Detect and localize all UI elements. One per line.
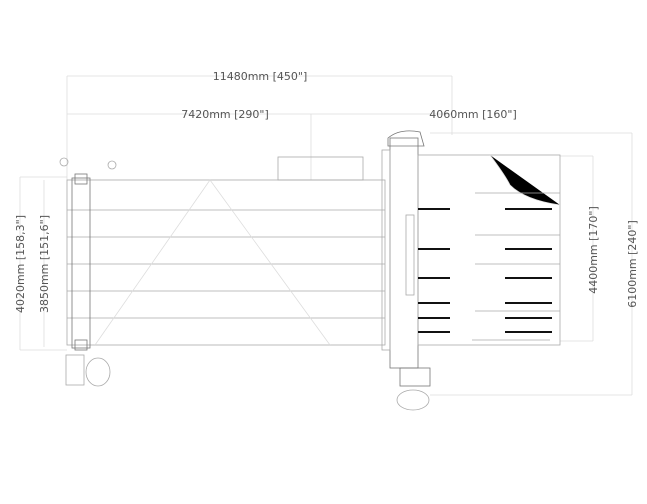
dim-machine-length: 4060mm [160"] [429, 108, 517, 121]
loading-table [59, 156, 386, 387]
dimension-lines [19, 75, 633, 396]
cutting-machine [381, 130, 561, 411]
dim-machine-width-inner: 4400mm [170"] [587, 206, 600, 294]
dim-table-width-inner: 3850mm [151,6"] [38, 215, 51, 313]
dim-table-length: 7420mm [290"] [181, 108, 269, 121]
support-bars [418, 208, 552, 333]
dim-table-width-outer: 4020mm [158,3"] [14, 215, 27, 313]
dim-overall-length: 11480mm [450"] [213, 70, 308, 83]
dim-machine-width-outer: 6100mm [240"] [626, 220, 639, 308]
